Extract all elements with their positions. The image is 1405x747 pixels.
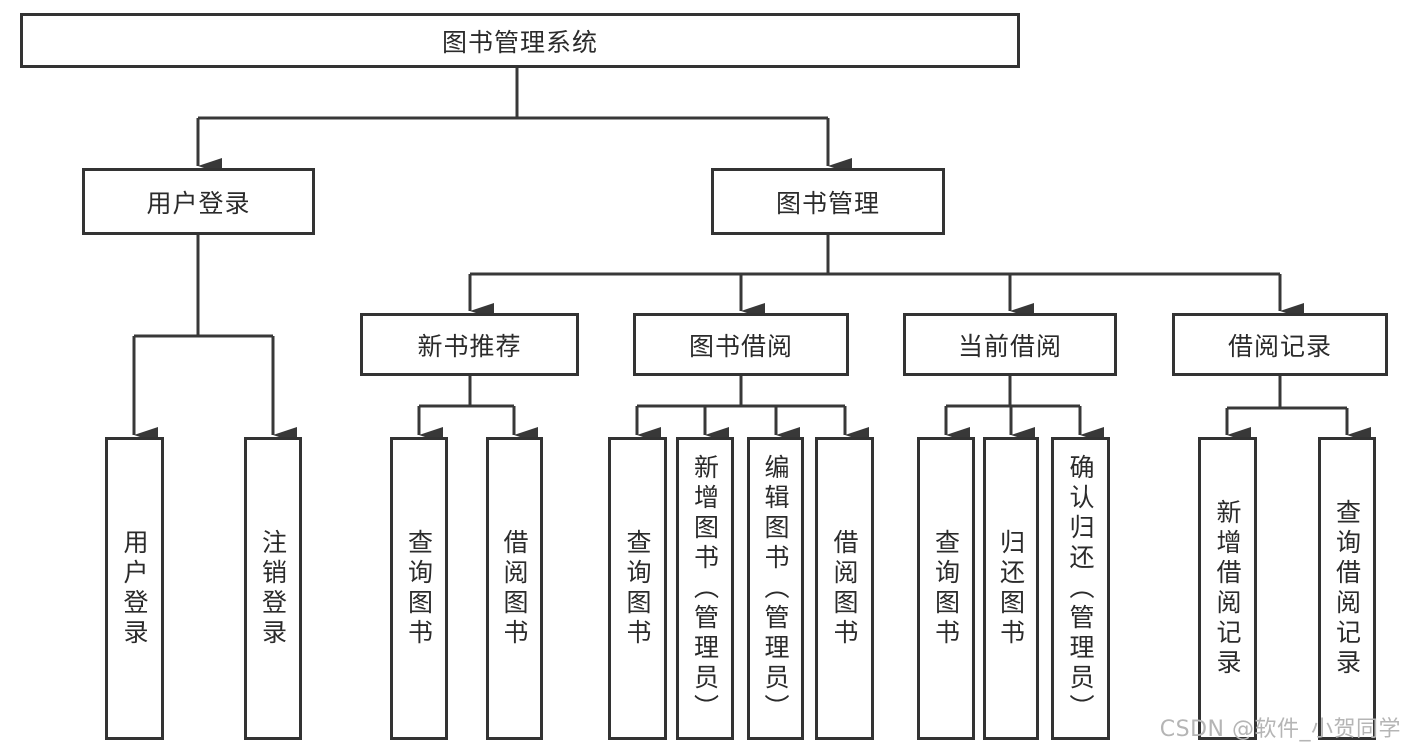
- node-label: 新增借阅记录: [1213, 498, 1242, 679]
- csdn-watermark: CSDN @软件_小贺同学: [1159, 717, 1401, 742]
- node-label: 借阅图书: [830, 528, 859, 649]
- node-label: 用户登录: [146, 188, 251, 218]
- node-label: 借阅记录: [1227, 331, 1332, 361]
- node-leaf-edit-book-admin: 编辑图书（管理员）: [747, 437, 804, 740]
- node-book-management: 图书管理: [711, 168, 945, 235]
- node-label: 借阅图书: [500, 528, 529, 649]
- node-leaf-query-book-1: 查询图书: [390, 437, 448, 740]
- node-current-borrow: 当前借阅: [903, 313, 1117, 376]
- node-leaf-user-login: 用户登录: [105, 437, 164, 740]
- node-label: 用户登录: [120, 528, 149, 649]
- node-label: 查询图书: [404, 528, 434, 649]
- node-label: 图书管理系统: [441, 27, 598, 57]
- node-leaf-borrow-book-2: 借阅图书: [815, 437, 874, 740]
- node-label: 当前借阅: [957, 331, 1062, 361]
- node-label: 查询图书: [623, 528, 652, 649]
- node-leaf-return-book: 归还图书: [983, 437, 1039, 740]
- node-leaf-query-book-2: 查询图书: [608, 437, 667, 740]
- node-label: 查询图书: [931, 528, 961, 649]
- node-label: 查询借阅记录: [1332, 498, 1362, 679]
- node-leaf-logout: 注销登录: [244, 437, 302, 740]
- node-borrow-record: 借阅记录: [1172, 313, 1388, 376]
- node-leaf-query-borrow-record: 查询借阅记录: [1318, 437, 1376, 740]
- node-leaf-borrow-book-1: 借阅图书: [486, 437, 543, 740]
- node-library-management-system: 图书管理系统: [20, 13, 1020, 68]
- node-label: 注销登录: [258, 528, 288, 649]
- node-label: 新书推荐: [417, 331, 522, 361]
- node-leaf-confirm-return-admin: 确认归还（管理员）: [1051, 437, 1110, 740]
- node-label: 图书借阅: [688, 331, 793, 361]
- node-user-login-group: 用户登录: [82, 168, 315, 235]
- node-label: 新增图书（管理员）: [690, 453, 720, 724]
- node-leaf-add-book-admin: 新增图书（管理员）: [676, 437, 734, 740]
- node-label: 图书管理: [775, 188, 880, 218]
- node-leaf-query-book-3: 查询图书: [917, 437, 975, 740]
- node-label: 编辑图书（管理员）: [761, 453, 790, 724]
- node-leaf-add-borrow-record: 新增借阅记录: [1198, 437, 1257, 740]
- node-new-book-recommend: 新书推荐: [360, 313, 579, 376]
- node-label: 归还图书: [996, 528, 1026, 649]
- node-book-borrow: 图书借阅: [633, 313, 849, 376]
- node-label: 确认归还（管理员）: [1066, 453, 1095, 724]
